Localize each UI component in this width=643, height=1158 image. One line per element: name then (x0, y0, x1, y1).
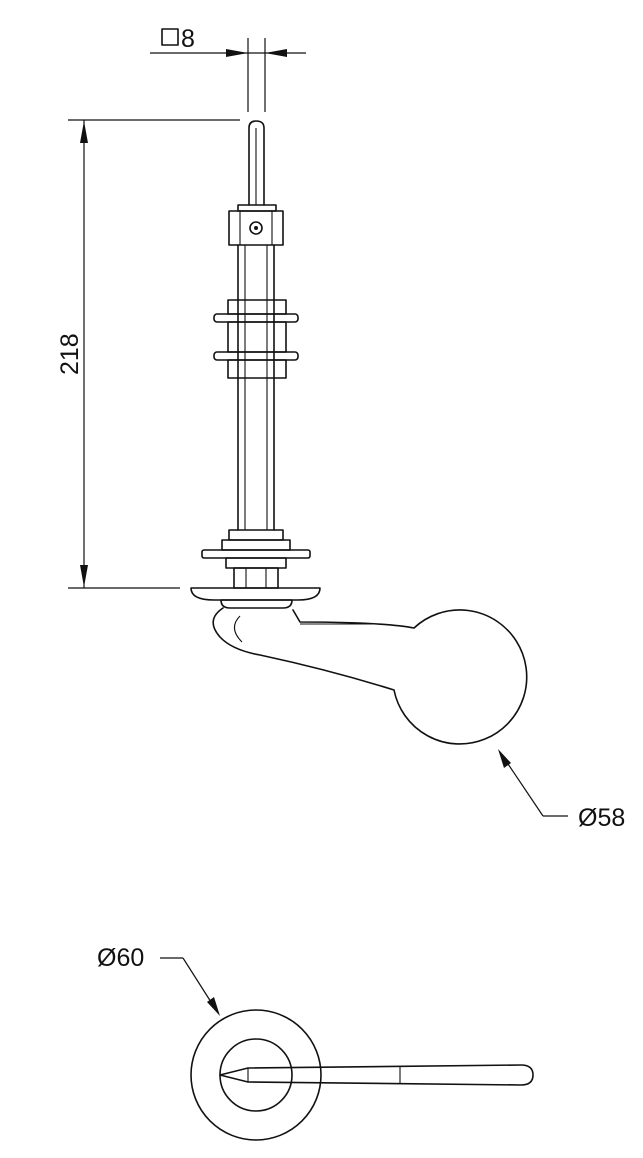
rosette-top-view (190, 1009, 534, 1141)
dimension-arrow-icon (80, 121, 88, 143)
lever-handle-top-view (219, 1064, 534, 1086)
rosette-diameter-label: Ø60 (97, 944, 144, 972)
dimension-arrow-icon (207, 997, 220, 1016)
dimension-arrow-icon (226, 49, 248, 57)
height-dimension-label: 218 (56, 333, 84, 375)
rosette-side-view (190, 587, 321, 609)
square-dimension-label: 8 (181, 25, 195, 53)
height-dimension: 218 (56, 119, 240, 589)
rosette-diameter-dimension: Ø60 (97, 944, 220, 1016)
square-dimension: 8 (150, 25, 306, 112)
square-symbol-icon (161, 28, 179, 46)
lever-handle-side-view (212, 607, 528, 745)
dimension-arrow-icon (80, 565, 88, 587)
spindle-assembly (201, 120, 311, 589)
dimension-arrow-icon (498, 749, 511, 768)
grub-screw-icon (249, 221, 263, 235)
lever-diameter-label: Ø58 (578, 804, 625, 832)
lever-diameter-dimension: Ø58 (498, 749, 625, 832)
dimension-arrow-icon (265, 49, 287, 57)
